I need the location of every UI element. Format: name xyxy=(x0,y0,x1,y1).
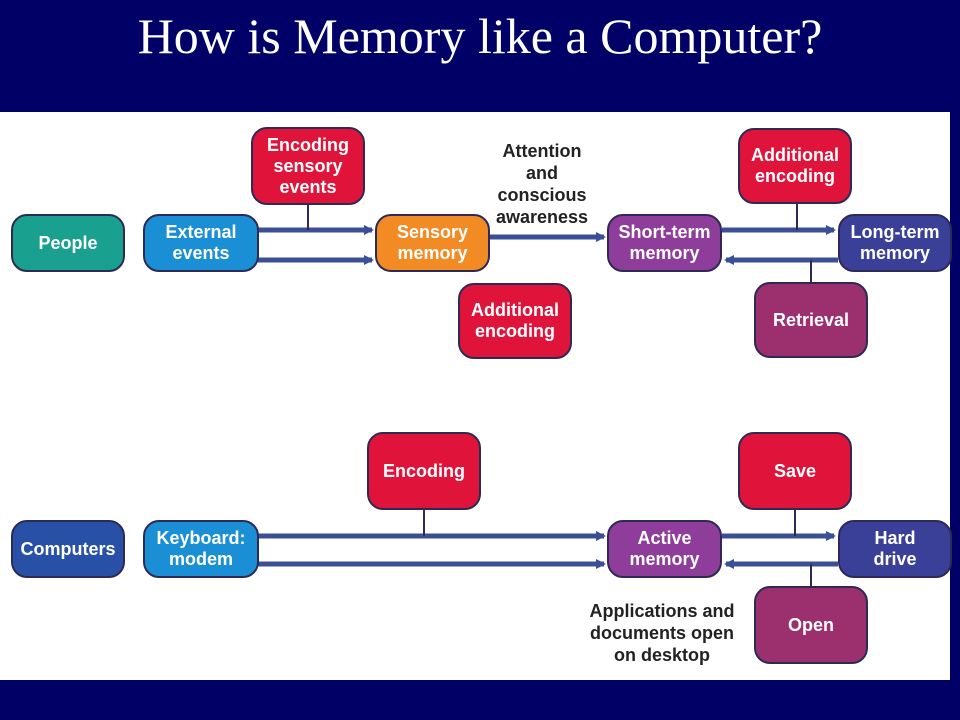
sensory-memory-box: Sensory memory xyxy=(375,214,490,272)
active-memory-box: Active memory xyxy=(607,520,722,578)
save-box: Save xyxy=(738,432,852,510)
retrieval-box: Retrieval xyxy=(754,282,868,358)
attention-note: Attention and conscious awareness xyxy=(495,141,589,227)
short-term-memory-box: Short-term memory xyxy=(607,214,722,272)
right-edge-strip xyxy=(950,112,960,680)
diagram-canvas xyxy=(0,112,950,680)
external-events-box: External events xyxy=(143,214,259,272)
computers-box: Computers xyxy=(11,520,125,578)
long-term-memory-box: Long-term memory xyxy=(838,214,952,272)
bottom-bar xyxy=(0,680,960,720)
additional-encoding-lower-box: Additional encoding xyxy=(458,283,572,359)
applications-note: Applications and documents open on deskt… xyxy=(589,601,735,665)
people-box: People xyxy=(11,214,125,272)
open-box: Open xyxy=(754,586,868,664)
encoding-box: Encoding xyxy=(367,432,481,510)
encoding-sensory-events-box: Encoding sensory events xyxy=(251,127,365,205)
hard-drive-box: Hard drive xyxy=(838,520,952,578)
slide-title: How is Memory like a Computer? xyxy=(137,8,823,64)
title-bar xyxy=(0,0,960,112)
keyboard-modem-box: Keyboard: modem xyxy=(143,520,259,578)
additional-encoding-upper-box: Additional encoding xyxy=(738,128,852,204)
